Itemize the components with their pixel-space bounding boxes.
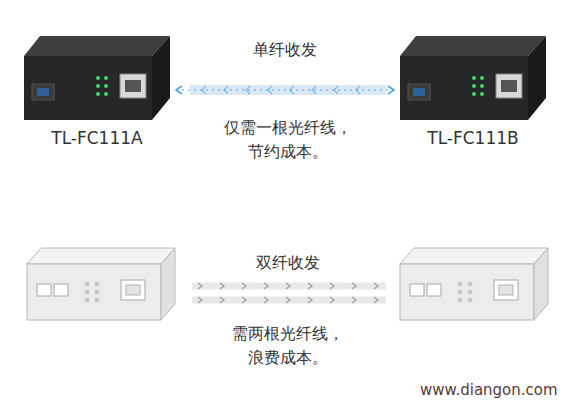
device-node: TL-FC111A: [22, 34, 172, 148]
fiber-chevron: [334, 86, 338, 94]
dual-fiber-device-right: [400, 248, 548, 320]
watermark: www.diangon.com: [420, 381, 558, 399]
fiber-chevron: [268, 86, 272, 94]
dual-fiber-device-left: [27, 248, 175, 320]
note-text: 双纤收发: [256, 251, 320, 275]
edge-label: 单纤收发: [253, 38, 317, 62]
dual-fiber-lines: [192, 283, 386, 303]
note-text: 需两根光纤线， 浪费成本。: [228, 322, 348, 370]
media-converter-device: [22, 34, 172, 122]
fiber-chevron: [202, 86, 206, 94]
device-node: TL-FC111B: [398, 34, 548, 148]
note-text: 仅需一根光纤线， 节约成本。: [220, 116, 356, 164]
device-model: TL-FC111B: [398, 128, 548, 148]
device-model: TL-FC111A: [22, 128, 172, 148]
fiber-connector: [176, 89, 394, 90]
media-converter-device: [398, 34, 548, 122]
fiber-group: [176, 86, 394, 94]
